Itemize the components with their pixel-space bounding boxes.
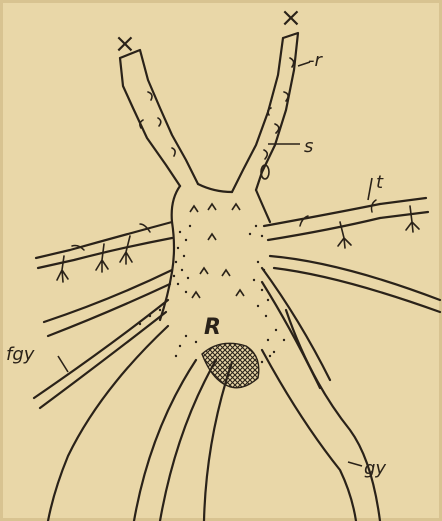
label-t: t [376, 172, 384, 193]
cut-marker-right: × [280, 3, 302, 33]
label-gy: gy [364, 458, 386, 479]
label-r: -r [308, 50, 323, 71]
label-s: s [304, 136, 313, 157]
cut-marker-left: × [114, 29, 136, 59]
label-fgy: fgy [6, 344, 35, 365]
label-R: R [204, 315, 221, 340]
